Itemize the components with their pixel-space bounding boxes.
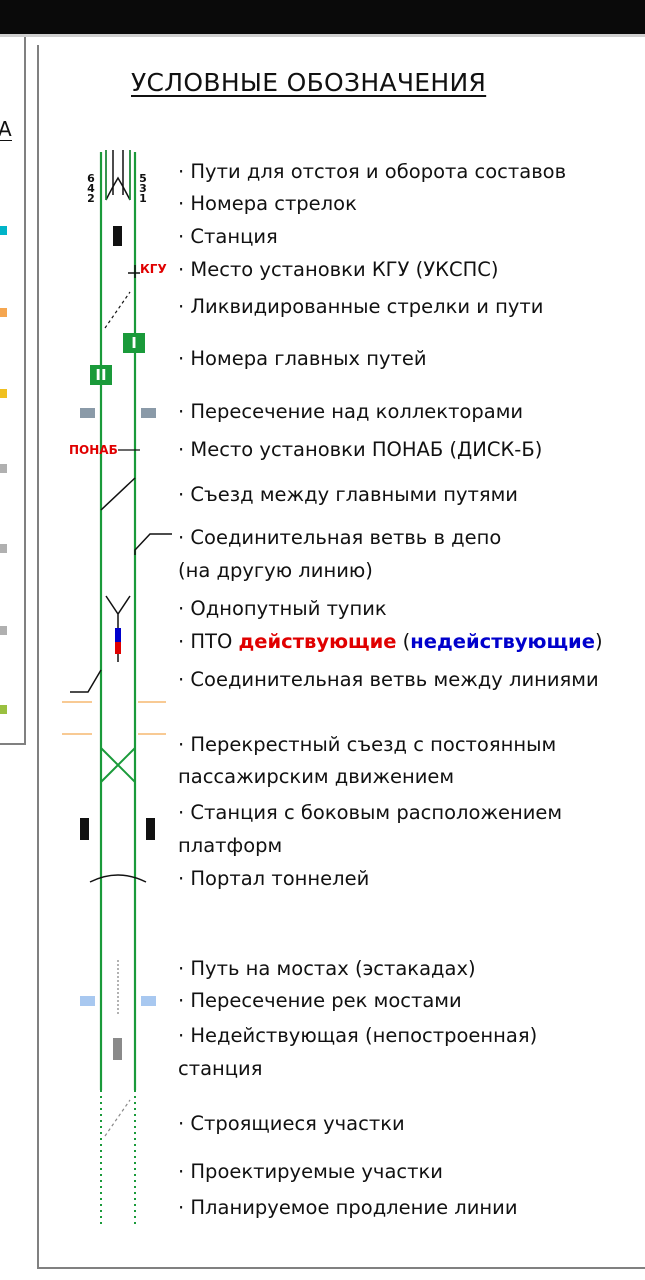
left-color-tick xyxy=(0,308,7,317)
kgu-label: КГУ xyxy=(140,262,167,276)
left-color-tick xyxy=(0,464,7,473)
legend-item-crossover: · Съезд между главными путями xyxy=(178,483,518,506)
interline-branch-symbol xyxy=(70,669,102,693)
legend-item-scissors-cont: пассажирским движением xyxy=(178,765,455,788)
left-color-tick xyxy=(0,389,7,398)
river-crossing-left xyxy=(80,996,95,1006)
legend-item-pto: · ПТО действующие (недействующие) xyxy=(178,630,603,654)
inactive-station-symbol xyxy=(113,1038,122,1060)
legend-item-side-platform: · Станция с боковым расположением xyxy=(178,801,563,824)
legend-item-projected: · Проектируемые участки xyxy=(178,1160,443,1183)
pto-prefix: · ПТО xyxy=(178,630,239,653)
main-track-number-2 xyxy=(90,365,112,385)
legend-item-switch-numbers: · Номера стрелок xyxy=(178,192,357,215)
pto-active: действующие xyxy=(238,630,397,653)
legend-item-interline-branch: · Соединительная ветвь между линиями xyxy=(178,668,599,691)
pto-open-paren: ( xyxy=(396,630,411,653)
pto-symbol-inactive xyxy=(115,642,121,654)
stabling-tracks-symbol xyxy=(105,150,131,201)
left-partial-char: А xyxy=(0,117,12,141)
legend-title: УСЛОВНЫЕ ОБОЗНАЧЕНИЯ xyxy=(131,68,487,97)
legend-item-planned-extension: · Планируемое продление линии xyxy=(178,1196,518,1219)
liquidated-switch xyxy=(104,291,131,329)
legend-item-kgu: · Место установки КГУ (УКСПС) xyxy=(178,258,499,281)
top-bar xyxy=(0,0,645,34)
legend-item-collector-crossing: · Пересечение над коллекторами xyxy=(178,400,524,423)
left-color-tick xyxy=(0,544,7,553)
left-color-tick xyxy=(0,226,7,235)
main-track-number-1-label: I xyxy=(131,334,137,352)
legend-item-construction: · Строящиеся участки xyxy=(178,1112,405,1135)
legend-item-main-track-numbers: · Номера главных путей xyxy=(178,347,427,370)
depot-branch-symbol xyxy=(134,533,172,555)
ponab-label: ПОНАБ xyxy=(69,443,118,457)
legend-item-ponab: · Место установки ПОНАБ (ДИСК-Б) xyxy=(178,438,543,461)
legend-item-river-crossing: · Пересечение рек мостами xyxy=(178,989,462,1012)
legend-item-inactive-station-cont: станция xyxy=(178,1057,263,1080)
legend-item-stabling: · Пути для отстоя и оборота составов xyxy=(178,160,567,183)
legend-item-liquidated: · Ликвидированные стрелки и пути xyxy=(178,295,544,318)
legend-item-bridge-track: · Путь на мостах (эстакадах) xyxy=(178,957,476,980)
main-track-number-1 xyxy=(123,333,145,353)
main-track-number-2-label: II xyxy=(95,366,107,384)
legend-item-depot-branch-cont: (на другую линию) xyxy=(178,559,373,582)
top-divider xyxy=(0,34,645,37)
left-panel xyxy=(0,37,26,745)
collector-crossing-left xyxy=(80,408,95,418)
legend-item-dead-end: · Однопутный тупик xyxy=(178,597,387,620)
pto-close-paren: ) xyxy=(594,630,603,653)
crossover-symbol xyxy=(100,477,136,511)
construction-symbol xyxy=(104,1099,131,1137)
tunnel-portal-symbol xyxy=(89,874,147,883)
side-platform-left xyxy=(80,818,89,840)
legend-panel xyxy=(37,45,645,1269)
legend-item-depot-branch: · Соединительная ветвь в депо xyxy=(178,526,502,549)
pto-inactive: недействующие xyxy=(410,630,595,653)
river-crossing-right xyxy=(141,996,156,1006)
side-platform-right xyxy=(146,818,155,840)
legend-item-inactive-station: · Недействующая (непостроенная) xyxy=(178,1024,538,1047)
left-color-tick xyxy=(0,705,7,714)
legend-item-side-platform-cont: платформ xyxy=(178,834,283,857)
legend-item-tunnel-portal: · Портал тоннелей xyxy=(178,867,370,890)
legend-item-station: · Станция xyxy=(178,225,278,248)
collector-crossing-right xyxy=(141,408,156,418)
left-color-tick xyxy=(0,626,7,635)
legend-item-scissors: · Перекрестный съезд с постоянным xyxy=(178,733,557,756)
scissors-crossover-symbol xyxy=(100,747,136,783)
station-symbol xyxy=(113,226,122,246)
pto-symbol-active xyxy=(115,628,121,642)
